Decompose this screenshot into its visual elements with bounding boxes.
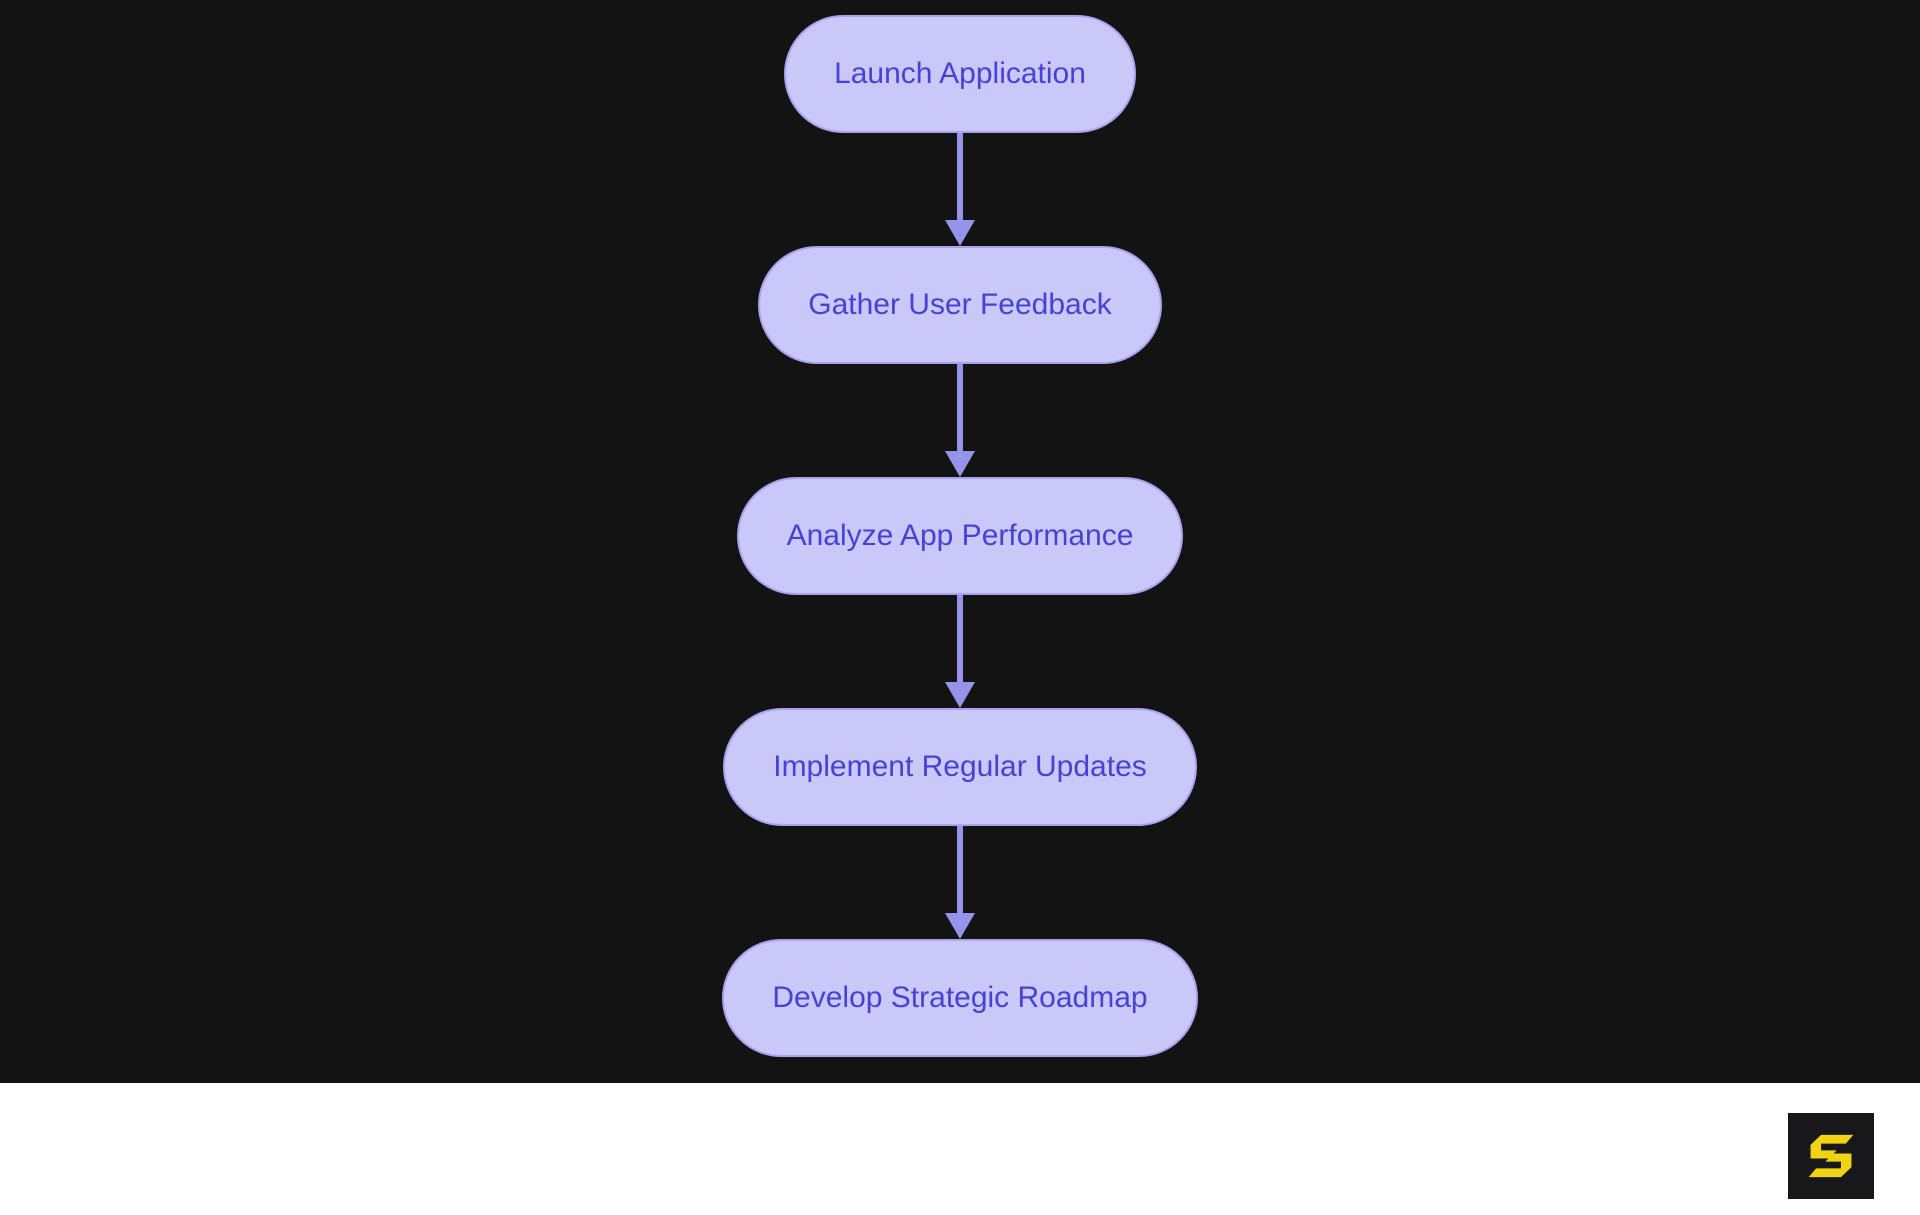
s-logo-icon	[1808, 1134, 1854, 1178]
connector-arrow-4	[945, 826, 975, 939]
brand-logo	[1788, 1113, 1874, 1199]
arrow-line	[957, 826, 963, 913]
flow-node-analyze-app-performance: Analyze App Performance	[736, 477, 1184, 595]
arrow-down-icon	[945, 682, 975, 708]
flow-node-launch-application: Launch Application	[784, 15, 1136, 133]
flow-node-implement-regular-updates: Implement Regular Updates	[723, 708, 1197, 826]
footer-strip	[0, 1083, 1920, 1215]
arrow-line	[957, 364, 963, 451]
connector-arrow-1	[945, 133, 975, 246]
connector-arrow-2	[945, 364, 975, 477]
flow-node-develop-strategic-roadmap: Develop Strategic Roadmap	[722, 939, 1198, 1057]
arrow-down-icon	[945, 913, 975, 939]
flowchart-canvas: Launch Application Gather User Feedback …	[0, 0, 1920, 1083]
flowchart: Launch Application Gather User Feedback …	[0, 15, 1920, 1057]
flow-node-gather-user-feedback: Gather User Feedback	[758, 246, 1162, 364]
arrow-down-icon	[945, 220, 975, 246]
arrow-line	[957, 133, 963, 220]
arrow-down-icon	[945, 451, 975, 477]
connector-arrow-3	[945, 595, 975, 708]
arrow-line	[957, 595, 963, 682]
